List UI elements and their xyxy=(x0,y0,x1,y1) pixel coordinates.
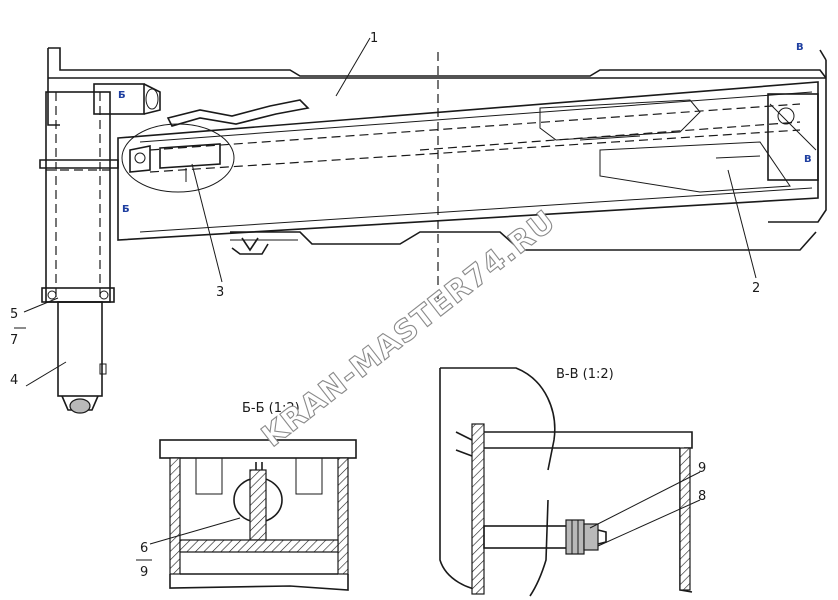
section-mark-v-bottom: В xyxy=(804,154,812,165)
telescopic-section-hidden xyxy=(149,103,801,151)
callout-5: 5 xyxy=(10,307,18,322)
boom-outer-body xyxy=(117,81,819,241)
callout-8: 8 xyxy=(698,489,706,504)
callout-2: 2 xyxy=(752,281,760,296)
section-v-v-view xyxy=(439,367,701,597)
frame-bottom-base xyxy=(230,231,817,251)
frame-top-rail xyxy=(48,47,827,79)
right-end-bracket xyxy=(767,93,819,181)
callout-7: 7 xyxy=(10,333,18,348)
site-watermark: KRAN-MASTER74.RU xyxy=(255,204,562,455)
section-v-plate xyxy=(471,423,485,595)
pivot-detail-circle xyxy=(121,123,235,193)
section-mark-v-top: В xyxy=(796,42,804,53)
main-elevation-view xyxy=(14,37,827,414)
section-b-b-title: Б-Б (1:2) xyxy=(242,401,300,416)
cylinder-head xyxy=(93,83,145,115)
callout-6: 6 xyxy=(140,541,148,556)
frame-right-end xyxy=(768,60,827,223)
callout-3: 3 xyxy=(216,285,224,300)
section-mark-b-top: Б xyxy=(118,90,126,101)
callout-1: 1 xyxy=(370,31,378,46)
callout-9-right: 9 xyxy=(698,461,706,476)
callout-9-left: 9 xyxy=(140,565,148,580)
section-b-b-view xyxy=(149,439,357,591)
rotation-cylinder xyxy=(57,301,103,397)
section-mark-b-bottom: Б xyxy=(122,204,130,215)
section-v-v-title: В-В (1:2) xyxy=(556,367,614,382)
callout-4: 4 xyxy=(10,373,18,388)
section-v-bolt xyxy=(483,525,569,549)
